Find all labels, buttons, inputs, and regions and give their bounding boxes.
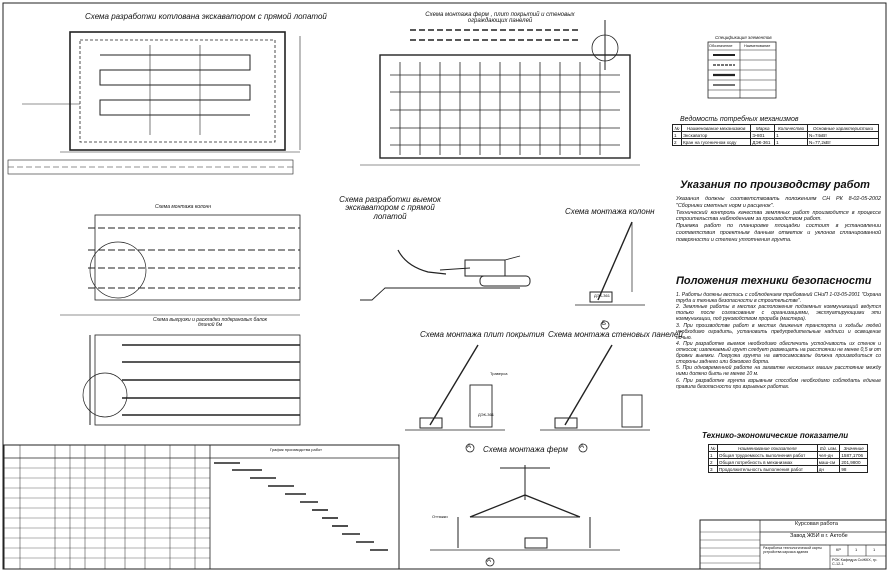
excavation-pit-plan [7, 31, 301, 175]
section-a-truss: A [487, 558, 492, 564]
legend-header-name: Наименование [744, 44, 771, 48]
title-block-lines [699, 519, 887, 570]
tep-h-name: Наименование показателя [716, 444, 818, 452]
excavation-sections-title: Схема разработки выемок экскаватором с п… [339, 195, 441, 221]
tb-stage: КР [836, 547, 841, 552]
column-install-title: Схема монтажа колонн [565, 207, 655, 216]
instructions-p2: Технический контроль качества земляных р… [676, 209, 881, 223]
section-a-roof: A [467, 444, 472, 450]
safety-p5: 5. При одновременной работе на захватке … [676, 365, 881, 378]
tb-sheet-name: Разработка технологической карты устройс… [763, 546, 822, 554]
mech-cell: 2 [672, 138, 682, 146]
tb-project: Курсовая работа [795, 521, 838, 527]
tep-cell: 201,9800 [839, 458, 868, 466]
tep-cell: 3 [708, 465, 718, 473]
column-crane [575, 221, 645, 330]
mech-cell: N=74кВт [806, 131, 880, 139]
safety-p6: 6. При разработке грунта взрывным способ… [676, 377, 881, 390]
table-row: 3 Продолжительность выполнения работ дн … [708, 465, 868, 473]
tep-cell: 2 [708, 458, 718, 466]
safety-text: 1. Работы должны вестись с соблюдением т… [676, 292, 881, 390]
mech-cell: Кран на гусеничном ходу [680, 138, 752, 146]
tep-h-num: № [708, 444, 718, 452]
tb-org: РОК Кафедра СиЖКХ, гр. С-12-1 [832, 558, 878, 566]
excavator-section [360, 249, 531, 301]
column-plan-title: Схема монтажа колонн [155, 204, 211, 210]
mechanisms-table: № Наименование механизмов Марка Количест… [672, 124, 880, 146]
safety-p1: 1. Работы должны вестись с соблюдением т… [676, 292, 881, 305]
truss-section [430, 465, 620, 567]
tep-cell: 98 [839, 465, 868, 473]
beam-layout-plan [82, 334, 301, 426]
instructions-p1: Указания должны соответствовать положени… [676, 196, 881, 209]
section-a-wall: A [580, 444, 585, 450]
mech-cell: N=77,2кВт [806, 138, 880, 146]
schedule-title: График производства работ [270, 447, 322, 452]
tep-cell: Общая трудоемкость выполнения работ [716, 451, 818, 459]
tep-h-value: Значение [839, 444, 868, 452]
mech-cell: 1 [774, 138, 808, 146]
table-row: 1 Экскаватор Э-801 1 N=74кВт [672, 131, 880, 139]
mech-h-qty: Количество [774, 124, 808, 132]
mech-h-mark: Марка [750, 124, 776, 132]
tep-h-unit: Ед. изм. [816, 444, 841, 452]
mech-h-spec: Основные характеристики [806, 124, 880, 132]
mech-cell: Э-801 [750, 131, 776, 139]
mechanisms-title: Ведомость потребных механизмов [680, 116, 799, 123]
legend-header-code: Обозначение [709, 44, 733, 48]
tb-sheets: 1 [873, 547, 876, 552]
tb-sheet: 1 [855, 547, 858, 552]
mech-cell: Экскаватор [680, 131, 752, 139]
wall-panel-section [540, 344, 650, 453]
tep-cell: Продолжительность выполнения работ [716, 465, 818, 473]
legend-title: Спецификация элементов [715, 35, 772, 40]
tep-cell: 1587,1706 [839, 451, 868, 459]
truss-section-title: Схема монтажа ферм [483, 445, 568, 454]
tep-cell: маш-см [816, 458, 841, 466]
tep-table: № Наименование показателя Ед. изм. Значе… [708, 444, 868, 473]
truss-install-title: Схема монтажа ферм , плит покрытий и сте… [425, 12, 575, 25]
traverse-label: Траверса [490, 371, 508, 376]
schedule-grid [3, 444, 400, 570]
roof-slab-section [405, 344, 505, 453]
mech-cell: 1 [774, 131, 808, 139]
roof-slab-title: Схема монтажа плит покрытия [420, 330, 545, 339]
column-install-plan [60, 214, 301, 316]
safety-p4: 4. При разработке выемок необходимо обес… [676, 340, 882, 366]
truss-install-plan [360, 20, 640, 166]
mech-cell: 1 [672, 131, 682, 139]
safety-heading: Положения техники безопасности [676, 275, 872, 287]
table-row: 1 Общая трудоемкость выполнения работ че… [708, 451, 868, 459]
wall-panel-title: Схема монтажа стеновых панелей [548, 330, 683, 339]
instructions-p3: Приемка работ по планировке площадки сос… [676, 223, 881, 243]
instructions-heading: Указания по производству работ [680, 179, 870, 191]
mech-h-num: № [672, 124, 682, 132]
crane-label-a: ДЭК-361 [478, 412, 494, 417]
crane-label-b: ДЭК-361 [594, 293, 610, 298]
legend-table [707, 41, 777, 99]
safety-p2: 2. Земляные работы в местах расположения… [676, 304, 881, 323]
table-row: 2 Общая потребность в механизмах маш-см … [708, 458, 868, 466]
tep-heading: Технико-экономические показатели [702, 431, 849, 440]
section-b-column: Б [602, 321, 606, 327]
instructions-text: Указания должны соответствовать положени… [676, 196, 881, 243]
tep-cell: 1 [708, 451, 718, 459]
safety-p3: 3. При производстве работ в местах движе… [676, 322, 881, 341]
tb-object: Завод ЖБИ в г. Актобе [790, 533, 848, 539]
table-row: 2 Кран на гусеничном ходу ДЭК-361 1 N=77… [672, 138, 880, 146]
tep-cell: чел-дн [816, 451, 841, 459]
tep-cell: Общая потребность в механизмах [716, 458, 818, 466]
excavation-pit-title: Схема разработки котлована экскаватором … [85, 12, 327, 21]
guy-label: Оттяжки [432, 514, 448, 519]
mech-h-name: Наименование механизмов [680, 124, 752, 132]
mech-cell: ДЭК-361 [750, 138, 776, 146]
tep-cell: дн [816, 465, 841, 473]
beam-layout-title: Схема выгрузки и раскладки подкрановых б… [152, 317, 268, 329]
